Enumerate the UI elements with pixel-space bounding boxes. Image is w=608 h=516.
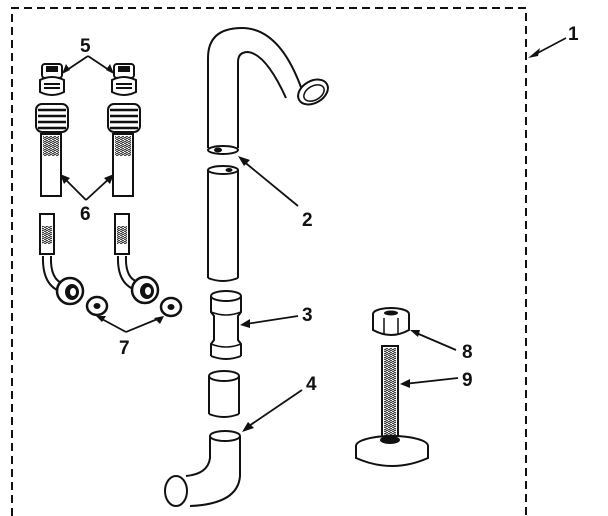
drain-hose <box>207 26 329 155</box>
fitting-left <box>35 103 69 197</box>
washer-left <box>85 295 109 317</box>
callout-4: 4 <box>306 374 317 395</box>
elbow-tube-right <box>114 213 160 305</box>
leader-5 <box>63 55 113 73</box>
foot-screw <box>355 345 429 467</box>
leader-3 <box>245 315 299 325</box>
callout-3: 3 <box>302 305 313 326</box>
callout-1: 1 <box>568 24 579 45</box>
fitting-right <box>107 103 141 197</box>
callout-8: 8 <box>462 342 473 363</box>
leader-7 <box>99 317 161 333</box>
elbow-tube-left <box>39 213 85 306</box>
hose-coupling <box>210 290 242 360</box>
sleeve <box>208 370 240 418</box>
compression-nut-left <box>39 63 65 96</box>
leader-6 <box>61 175 113 201</box>
callout-7: 7 <box>119 338 130 359</box>
leader-9 <box>403 377 459 385</box>
compression-nut-right <box>111 63 137 96</box>
leader-8 <box>413 331 457 351</box>
washer-right <box>159 296 183 318</box>
leader-2 <box>241 159 299 207</box>
callout-9: 9 <box>462 370 473 391</box>
callout-5: 5 <box>80 36 91 57</box>
hose-section <box>207 165 239 282</box>
arrowhead-1 <box>528 48 540 58</box>
callout-6: 6 <box>80 204 91 225</box>
leader-4 <box>245 389 303 429</box>
foot-cap <box>372 307 410 336</box>
elbow-hose <box>164 430 241 507</box>
callout-2: 2 <box>302 210 313 231</box>
kit-boundary <box>11 7 527 516</box>
